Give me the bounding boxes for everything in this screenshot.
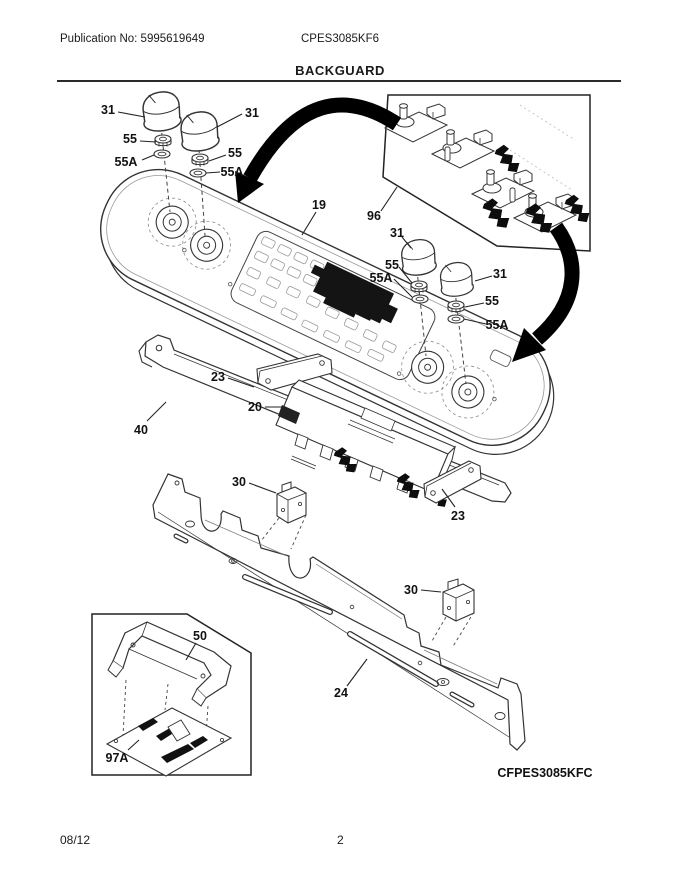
svg-text:31: 31 (390, 226, 404, 240)
svg-text:40: 40 (134, 423, 148, 437)
bracket-23-upper (256, 353, 333, 391)
svg-text:31: 31 (101, 103, 115, 117)
hex-nut-55-left-2 (191, 153, 209, 167)
publication-number: Publication No: 5995619649 (60, 33, 205, 45)
circuit-board-97A (105, 707, 233, 777)
knob-31-left-2 (177, 109, 222, 154)
callout-30-lower: 30 (404, 583, 442, 597)
rear-panel-24 (152, 473, 526, 751)
callout-50: 50 (185, 629, 207, 661)
svg-text:30: 30 (232, 475, 246, 489)
svg-text:55: 55 (228, 146, 242, 160)
callout-96: 96 (367, 186, 398, 223)
knob-31-left-1 (139, 89, 184, 134)
svg-text:50: 50 (193, 629, 207, 643)
page-title: BACKGUARD (295, 63, 385, 78)
callout-24: 24 (334, 658, 368, 700)
callout-31-left-2: 31 (216, 106, 259, 128)
callout-55A-left-1: 55A (115, 154, 155, 169)
callout-55-left-2: 55 (208, 146, 242, 162)
callout-31-right-1: 31 (390, 226, 412, 249)
svg-text:55A: 55A (115, 155, 138, 169)
callout-55-right-1: 55 (385, 258, 413, 284)
hex-nut-55-right-2 (447, 300, 465, 314)
callout-55-right-2: 55 (464, 294, 499, 308)
washer-55A-right-2 (447, 314, 465, 324)
callout-55A-left-2: 55A (205, 165, 244, 179)
inset-box-96 (382, 94, 591, 252)
header-rule (57, 80, 621, 82)
svg-text:19: 19 (312, 198, 326, 212)
callout-97A: 97A (106, 739, 140, 765)
svg-text:96: 96 (367, 209, 381, 223)
svg-text:55: 55 (485, 294, 499, 308)
keypad-buttons (239, 236, 397, 362)
callout-55A-right-1: 55A (370, 271, 413, 298)
hex-nut-55-right-1 (410, 280, 428, 294)
svg-text:55: 55 (123, 132, 137, 146)
svg-text:30: 30 (404, 583, 418, 597)
callout-23-upper: 23 (211, 370, 255, 388)
svg-text:55A: 55A (370, 271, 393, 285)
footer-page-number: 2 (337, 833, 344, 847)
svg-text:31: 31 (493, 267, 507, 281)
callout-31-right-2: 31 (474, 267, 507, 282)
bracket-30-upper (260, 481, 307, 550)
hex-nut-55-left-1 (154, 134, 172, 148)
svg-text:31: 31 (245, 106, 259, 120)
callout-55-left-1: 55 (123, 132, 157, 146)
bracket-30-lower (431, 578, 475, 649)
svg-text:55A: 55A (486, 318, 509, 332)
model-number: CPES3085KF6 (301, 33, 379, 45)
washer-55A-left-2 (189, 168, 207, 178)
svg-text:97A: 97A (106, 751, 129, 765)
callout-23-lower: 23 (441, 488, 465, 523)
svg-text:23: 23 (451, 509, 465, 523)
svg-text:20: 20 (248, 400, 262, 414)
knob-31-right-2 (437, 260, 476, 299)
callout-40: 40 (134, 401, 167, 437)
svg-text:55A: 55A (221, 165, 244, 179)
knob-holes (147, 197, 497, 419)
svg-text:24: 24 (334, 686, 348, 700)
svg-text:23: 23 (211, 370, 225, 384)
washer-55A-left-1 (153, 149, 171, 159)
control-panel-19 (99, 125, 555, 455)
inset-box-97A (91, 613, 252, 777)
variant-code: CFPES3085KFC (497, 766, 592, 780)
footer-date: 08/12 (60, 833, 91, 847)
control-board-20 (275, 379, 456, 507)
callout-19: 19 (301, 198, 326, 236)
callout-55A-right-2: 55A (463, 318, 509, 332)
cover-bracket-50 (107, 621, 232, 707)
bracket-23-lower (423, 460, 482, 504)
svg-text:55: 55 (385, 258, 399, 272)
callout-30-upper: 30 (232, 475, 277, 494)
knob-31-right-1 (398, 237, 439, 278)
washer-55A-right-1 (411, 294, 429, 304)
callout-20: 20 (248, 400, 283, 414)
curved-arrow-left (235, 97, 402, 203)
display-graphic (310, 261, 398, 324)
callout-31-left-1: 31 (101, 103, 146, 118)
curved-arrow-right (512, 222, 580, 362)
